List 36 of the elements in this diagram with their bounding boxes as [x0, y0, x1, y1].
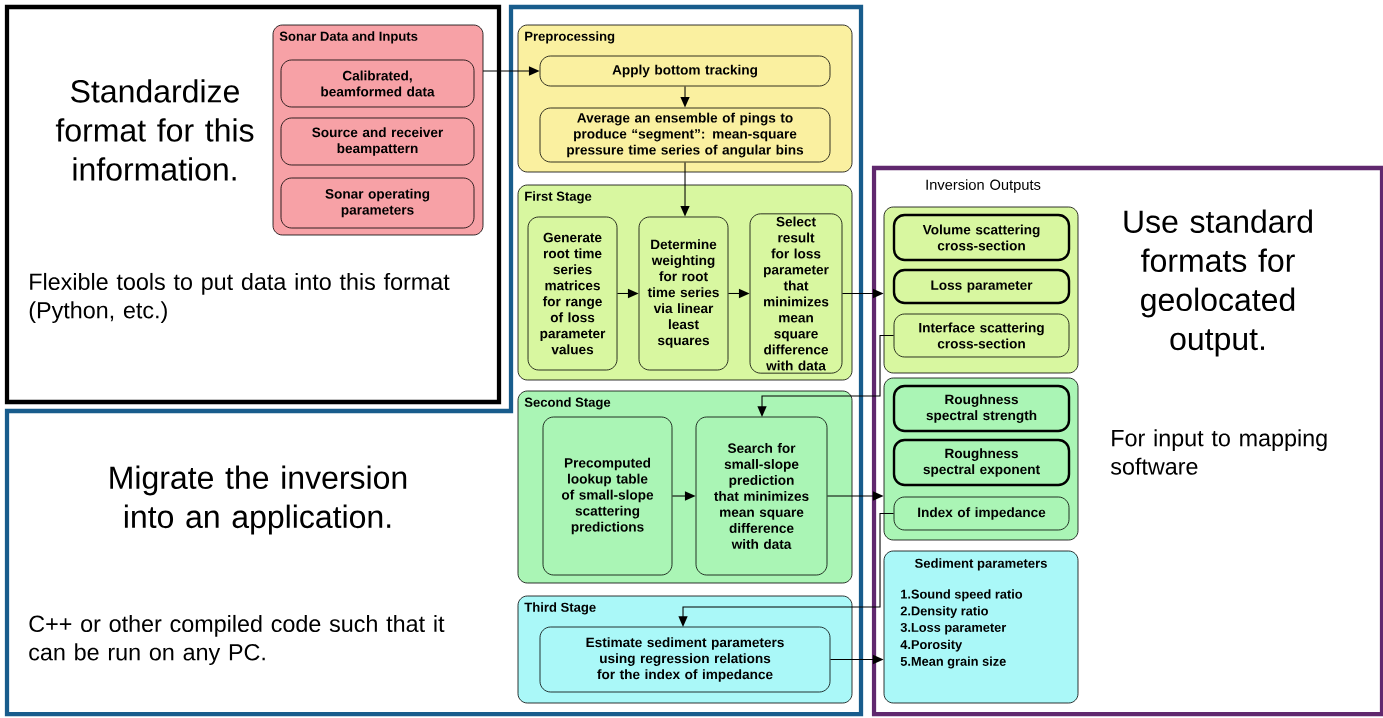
arrow: [678, 512, 895, 627]
arrow: [482, 66, 540, 76]
process-box: Estimate sediment parameters using regression relations for the index of impedance: [539, 626, 831, 693]
process-box: Precomputed lookup table of small-slope scattering predictions: [542, 416, 673, 576]
process-box: Generate root time series matrices for range of loss parameter values: [527, 216, 618, 371]
process-box: Search for small-slope prediction that minimizes mean square difference with data: [695, 416, 828, 576]
process-box: Sonar operating parameters: [280, 177, 475, 229]
arrow: [616, 288, 639, 299]
heading-text: Migrate the inversion into an application.: [110, 465, 407, 535]
process-box: Source and receiver beampattern: [280, 117, 475, 166]
arrow: [829, 654, 884, 665]
arrow: [727, 288, 750, 299]
arrow: [757, 334, 895, 417]
heading-text: Standardize format for this information.: [55, 79, 254, 181]
arrow: [671, 491, 696, 501]
process-box: Average an ensemble of pings to produce “segment”: mean-square pressure time series of angular bins: [539, 107, 831, 163]
process-box: Calibrated, beamformed data: [280, 59, 475, 108]
output-box: Roughness spectral exponent: [892, 438, 1071, 487]
output-box: Volume scattering cross-section: [892, 213, 1071, 262]
process-box: Apply bottom tracking: [539, 55, 831, 87]
arrow: [826, 491, 884, 501]
arrow: [841, 288, 884, 299]
note-text: For input to mapping software: [1110, 429, 1327, 475]
process-box: Interface scattering cross-section: [893, 313, 1070, 358]
note-text: Flexible tools to put data into this format (Python, etc.): [29, 272, 450, 324]
section-title: Inversion Outputs: [926, 179, 1041, 193]
note-text: C++ or other compiled code such that it can be run on any PC.: [29, 614, 445, 666]
heading-text: Use standard formats for geolocated output.: [1124, 209, 1312, 357]
output-box: Loss parameter: [892, 268, 1071, 305]
output-box: Sediment parameters 1.Sound speed ratio 2.Density ratio 3.Loss parameter 4.Porosity 5.Mean grain size: [883, 550, 1079, 704]
output-box: Roughness spectral strength: [892, 384, 1071, 433]
process-box: Determine weighting for root time series via linear least squares: [638, 216, 729, 371]
process-box: Index of impedance: [893, 496, 1070, 531]
arrow: [680, 161, 690, 217]
arrow: [680, 85, 690, 108]
process-box: Select result for loss parameter that minimizes mean square difference with data: [749, 213, 843, 374]
